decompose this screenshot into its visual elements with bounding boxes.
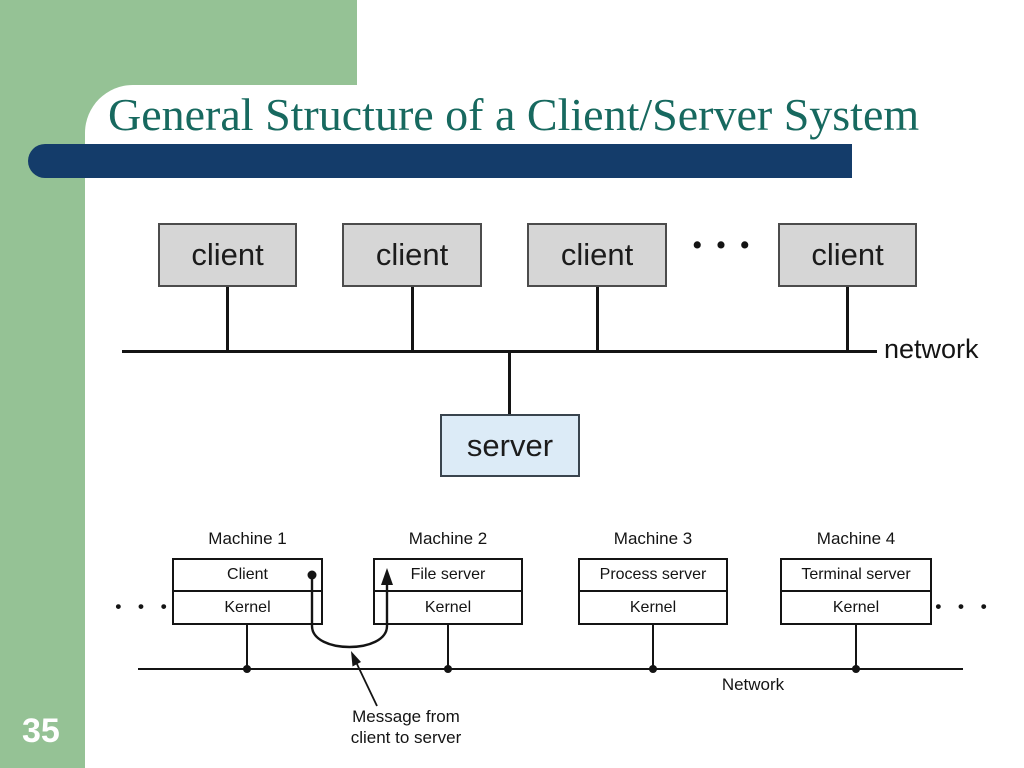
connector-client-2 (411, 287, 414, 351)
client-box-1: client (158, 223, 297, 287)
page-number: 35 (22, 712, 60, 750)
ellipsis-bottom-right: • • • (935, 597, 993, 616)
machine-1-name: Machine 1 (208, 529, 287, 548)
machine-2-box: File server Kernel (373, 558, 523, 625)
connector-server (508, 353, 511, 414)
connector-client-1 (226, 287, 229, 351)
network-label-top: network (884, 334, 979, 364)
client-box-1-label: client (191, 237, 264, 272)
ellipsis-top: • • • (692, 231, 754, 259)
stem-machine-3 (652, 623, 654, 669)
connector-client-4 (846, 287, 849, 351)
network-line-top (122, 350, 877, 353)
machine-3-kernel: Kernel (629, 598, 677, 616)
stem-machine-1 (246, 623, 248, 669)
page-title: General Structure of a Client/Server Sys… (108, 89, 920, 140)
client-box-2: client (342, 223, 482, 287)
message-annotation: Message from client to server (321, 706, 491, 748)
machine-1-process: Client (174, 560, 321, 592)
machine-3-name: Machine 3 (613, 529, 693, 548)
network-line-bottom (138, 668, 963, 670)
network-label-bottom: Network (721, 675, 785, 694)
client-box-3: client (527, 223, 667, 287)
message-annotation-line1: Message from (352, 707, 460, 726)
machine-2-process: File server (375, 560, 521, 592)
machine-2-kernel: Kernel (424, 598, 472, 616)
machine-3-process: Process server (580, 560, 726, 592)
machine-4-kernel: Kernel (832, 598, 880, 616)
machine-3-box: Process server Kernel (578, 558, 728, 625)
client-box-4-label: client (811, 237, 884, 272)
client-box-2-label: client (375, 237, 449, 272)
connector-client-3 (596, 287, 599, 351)
client-box-4: client (778, 223, 917, 287)
server-box-label: server (466, 427, 554, 463)
ellipsis-bottom-left: • • • (115, 597, 173, 616)
stem-machine-2 (447, 623, 449, 669)
machine-4-box: Terminal server Kernel (780, 558, 932, 625)
client-box-3-label: client (560, 237, 634, 272)
message-annotation-line2: client to server (350, 728, 462, 747)
title-underline-bar (28, 144, 852, 178)
server-box: server (440, 414, 580, 477)
machine-4-process: Terminal server (782, 560, 930, 592)
stem-machine-4 (855, 623, 857, 669)
machine-4-name: Machine 4 (816, 529, 896, 548)
green-sidebar (0, 0, 85, 768)
machine-1-box: Client Kernel (172, 558, 323, 625)
machine-1-kernel: Kernel (224, 598, 271, 616)
machine-2-name: Machine 2 (408, 529, 488, 548)
